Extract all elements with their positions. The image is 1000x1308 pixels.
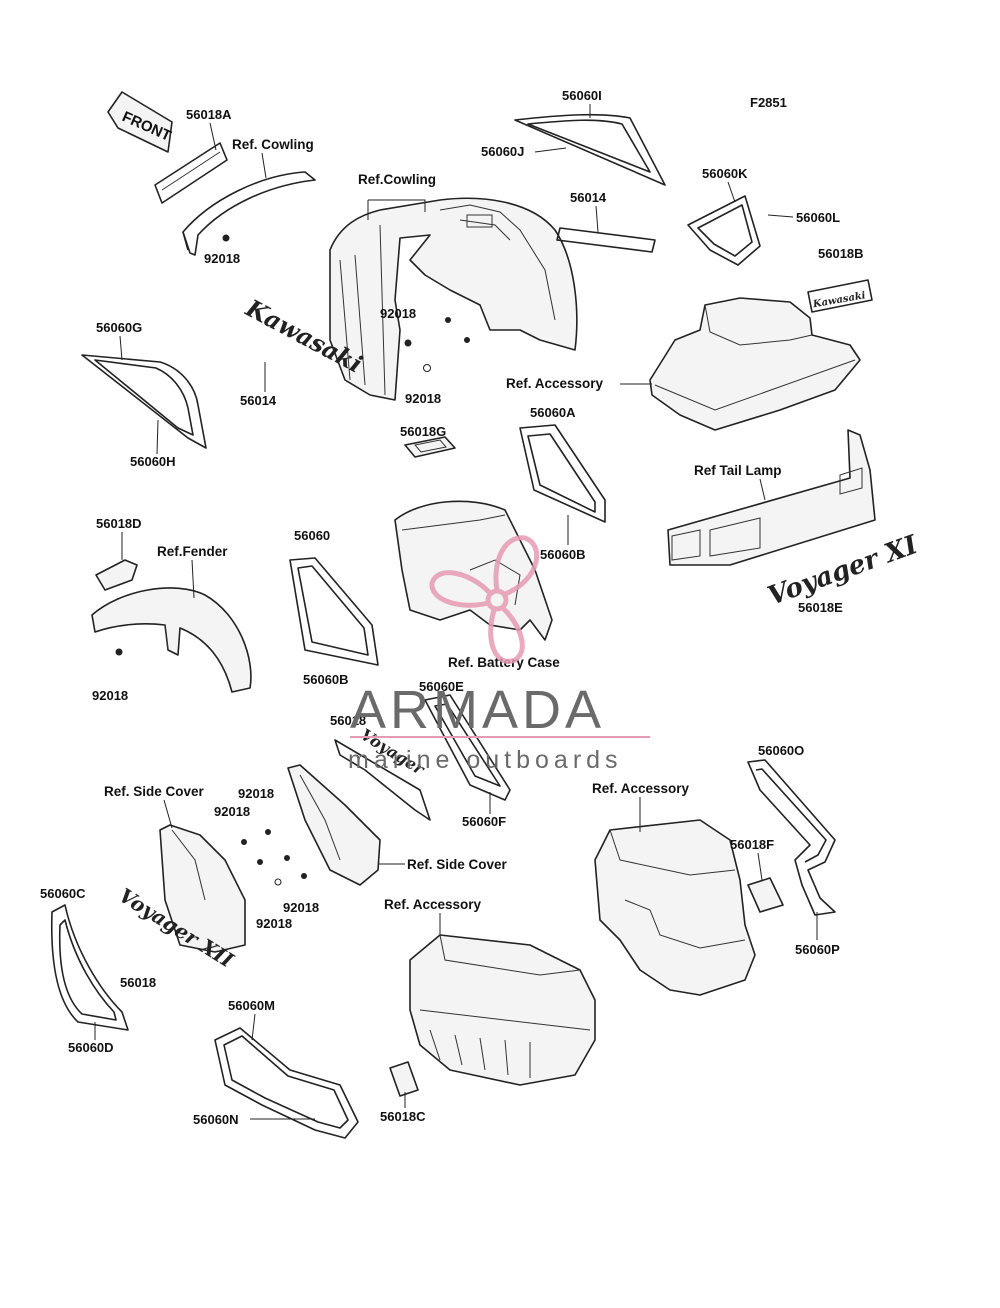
bolt-92018-d bbox=[115, 648, 123, 656]
label-92018-h: 92018 bbox=[256, 916, 292, 931]
bolt bbox=[464, 337, 470, 343]
watermark-title: ARMADA bbox=[350, 680, 605, 740]
label-56060M: 56060M bbox=[228, 998, 275, 1013]
part-56018B: Kawasaki bbox=[807, 279, 873, 313]
label-92018-d: 92018 bbox=[92, 688, 128, 703]
bolt bbox=[265, 829, 271, 835]
part-56018A bbox=[154, 142, 228, 204]
part-56060C-D bbox=[50, 904, 129, 1031]
label-56060B-b: 56060B bbox=[303, 672, 349, 687]
label-92018-b: 92018 bbox=[380, 306, 416, 321]
part-56060E-F bbox=[424, 694, 511, 801]
bolt bbox=[241, 839, 247, 845]
label-56018D: 56018D bbox=[96, 516, 142, 531]
part-56018D bbox=[95, 559, 138, 591]
label-56060B-a: 56060B bbox=[540, 547, 586, 562]
label-ref-accessory-3: Ref. Accessory bbox=[384, 897, 482, 912]
label-56060A: 56060A bbox=[530, 405, 576, 420]
bolt bbox=[301, 873, 307, 879]
ref-side-cover-right bbox=[287, 764, 381, 886]
label-56014-b: 56014 bbox=[240, 393, 277, 408]
watermark-rule bbox=[350, 736, 650, 738]
armada-propeller-logo-icon bbox=[429, 535, 540, 664]
bolt-92018 bbox=[222, 234, 230, 242]
label-56060: 56060 bbox=[294, 528, 330, 543]
label-ref-accessory-2: Ref. Accessory bbox=[592, 781, 690, 796]
label-56060G: 56060G bbox=[96, 320, 142, 335]
label-56060O: 56060O bbox=[758, 743, 804, 758]
label-92018-c: 92018 bbox=[405, 391, 441, 406]
part-56018C bbox=[389, 1061, 419, 1097]
ref-cowling-strip bbox=[182, 171, 316, 256]
label-ref-tail-lamp: Ref Tail Lamp bbox=[694, 463, 782, 478]
part-56060K-L bbox=[687, 195, 761, 266]
label-ref-side-cover-2: Ref. Side Cover bbox=[407, 857, 508, 872]
bolt-92018-c bbox=[423, 364, 431, 372]
bolt bbox=[284, 855, 290, 861]
label-56018-a: 56018 bbox=[330, 713, 366, 728]
bolt-92018-b bbox=[404, 339, 412, 347]
figure-code: F2851 bbox=[750, 95, 787, 110]
label-56060E: 56060E bbox=[419, 679, 464, 694]
ref-fender bbox=[91, 587, 252, 693]
label-56018G: 56018G bbox=[400, 424, 446, 439]
part-56014-strip bbox=[556, 227, 656, 253]
front-arrow-icon: FRONT bbox=[107, 91, 174, 153]
label-ref-side-cover-1: Ref. Side Cover bbox=[104, 784, 205, 799]
part-56060G-H bbox=[81, 354, 207, 449]
label-ref-accessory-1: Ref. Accessory bbox=[506, 376, 604, 391]
label-56060C: 56060C bbox=[40, 886, 86, 901]
label-56018-b: 56018 bbox=[120, 975, 156, 990]
label-ref-cowling-1: Ref. Cowling bbox=[232, 137, 314, 152]
bolt bbox=[274, 878, 282, 886]
label-92018-e: 92018 bbox=[238, 786, 274, 801]
label-ref-cowling-2: Ref.Cowling bbox=[358, 172, 436, 187]
part-56060O-P bbox=[747, 759, 836, 916]
label-56060H: 56060H bbox=[130, 454, 176, 469]
label-56018E: 56018E bbox=[798, 600, 843, 615]
label-56018B: 56018B bbox=[818, 246, 864, 261]
part-56060I-J bbox=[514, 113, 666, 186]
label-56060K: 56060K bbox=[702, 166, 748, 181]
label-92018-a: 92018 bbox=[204, 251, 240, 266]
part-56018F bbox=[747, 877, 784, 913]
label-56060D: 56060D bbox=[68, 1040, 114, 1055]
label-92018-f: 92018 bbox=[214, 804, 250, 819]
ref-tail-lamp bbox=[667, 429, 876, 566]
ref-battery-case bbox=[394, 500, 553, 641]
label-56060F: 56060F bbox=[462, 814, 506, 829]
label-56060J: 56060J bbox=[481, 144, 524, 159]
ref-accessory-sidecase-center bbox=[409, 934, 596, 1086]
label-56060N: 56060N bbox=[193, 1112, 239, 1127]
part-56060A-B bbox=[519, 424, 606, 523]
label-56018F: 56018F bbox=[730, 837, 774, 852]
label-56060I: 56060I bbox=[562, 88, 602, 103]
label-56014-a: 56014 bbox=[570, 190, 607, 205]
label-56060L: 56060L bbox=[796, 210, 840, 225]
ref-side-cover-left bbox=[159, 824, 246, 953]
part-56060M-N bbox=[214, 1027, 359, 1139]
part-56018G bbox=[404, 436, 456, 458]
ref-accessory-sidecase-right bbox=[594, 819, 756, 996]
label-56018A: 56018A bbox=[186, 107, 232, 122]
ref-accessory-topbox bbox=[649, 297, 861, 431]
watermark-subtitle: marine outboards bbox=[348, 746, 623, 774]
bolt bbox=[257, 859, 263, 865]
label-ref-fender: Ref.Fender bbox=[157, 544, 228, 559]
emblem-kawasaki-small: Kawasaki bbox=[811, 290, 866, 310]
label-56060P: 56060P bbox=[795, 942, 840, 957]
bolt bbox=[445, 317, 451, 323]
part-56060-decal bbox=[289, 557, 379, 666]
label-92018-g: 92018 bbox=[283, 900, 319, 915]
ref-cowling-main bbox=[329, 197, 578, 401]
label-56018C: 56018C bbox=[380, 1109, 426, 1124]
